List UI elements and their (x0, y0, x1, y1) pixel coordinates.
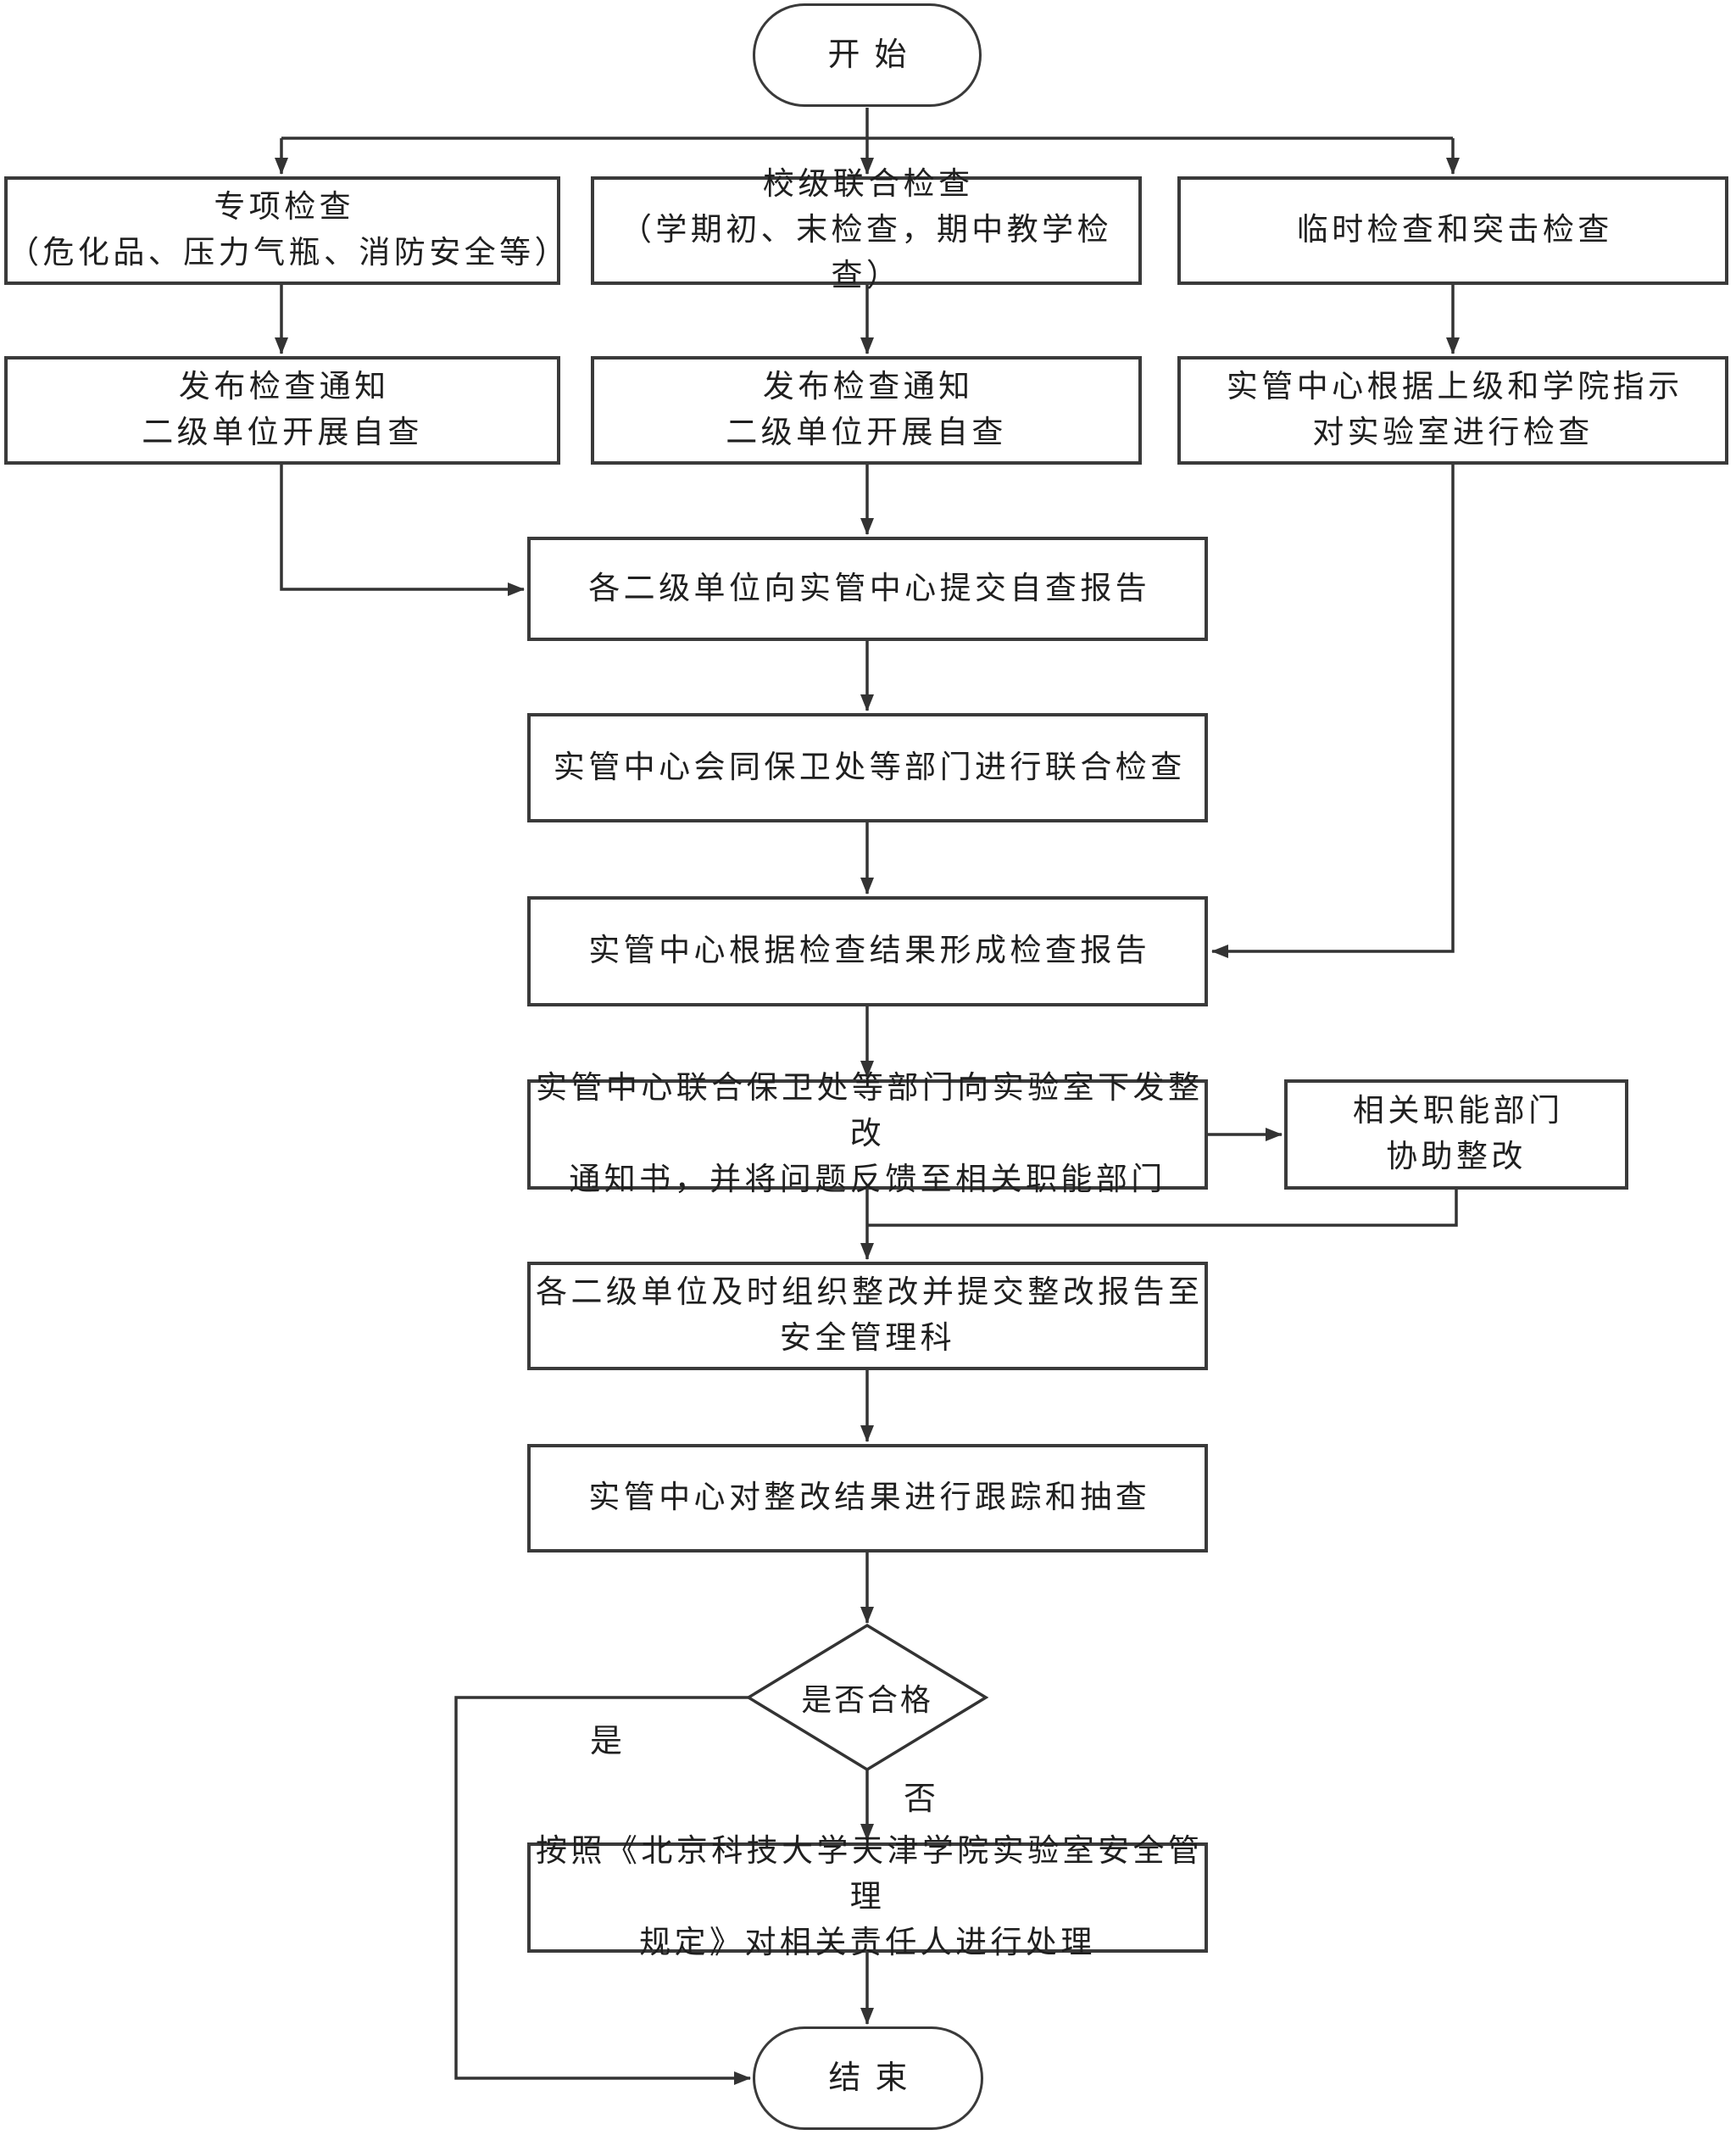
start-label: 开始 (827, 37, 921, 73)
process-label: 临时检查和突击检查 (1296, 213, 1613, 248)
process-rectification-notice: 实管中心联合保卫处等部门向实验室下发整改 通知书，并将问题反馈至相关职能部门 (527, 1071, 1208, 1197)
process-notice-self-check-mid: 发布检查通知 二级单位开展自查 (591, 356, 1142, 465)
process-joint-inspection: 实管中心会同保卫处等部门进行联合检查 (527, 713, 1208, 822)
start-node: 开始 (753, 3, 982, 107)
process-label: 实管中心根据上级和学院指示 对实验室进行检查 (1226, 370, 1683, 450)
process-label: 实管中心联合保卫处等部门向实验室下发整改 通知书，并将问题反馈至相关职能部门 (536, 1071, 1204, 1197)
edge-label-no: 否 (903, 1781, 936, 1817)
process-label: 发布检查通知 二级单位开展自查 (726, 370, 1007, 450)
process-label: 实管中心根据检查结果形成检查报告 (588, 934, 1151, 968)
edge-yes-branch (454, 1696, 751, 2085)
process-special-check: 专项检查 （危化品、压力气瓶、消防安全等） (4, 176, 570, 285)
process-directive-check: 实管中心根据上级和学院指示 对实验室进行检查 (1177, 356, 1728, 465)
process-label: 按照《北京科技大学天津学院实验室安全管理 规定》对相关责任人进行处理 (536, 1834, 1204, 1960)
process-label: 专项检查 （危化品、压力气瓶、消防安全等） (8, 190, 570, 270)
process-functional-assist: 相关职能部门 协助整改 (1284, 1079, 1628, 1190)
process-adhoc-check: 临时检查和突击检查 (1177, 176, 1728, 285)
process-organize-rectification: 各二级单位及时组织整改并提交整改报告至 安全管理科 (527, 1262, 1208, 1370)
process-label: 各二级单位向实管中心提交自查报告 (588, 571, 1151, 606)
edge-assist-return (867, 1190, 1458, 1227)
process-school-joint-check: 校级联合检查 （学期初、末检查，期中教学检查） (591, 167, 1142, 293)
process-inspection-report: 实管中心根据检查结果形成检查报告 (527, 896, 1208, 1006)
process-label: 实管中心会同保卫处等部门进行联合检查 (553, 750, 1186, 785)
process-label: 发布检查通知 二级单位开展自查 (142, 370, 423, 450)
process-label: 实管中心对整改结果进行跟踪和抽查 (588, 1480, 1151, 1515)
process-label: 各二级单位及时组织整改并提交整改报告至 安全管理科 (536, 1275, 1204, 1356)
decision-label: 是否合格 (801, 1683, 933, 1717)
process-notice-self-check-left: 发布检查通知 二级单位开展自查 (4, 356, 560, 465)
edge-right-to-report (1211, 465, 1455, 958)
process-label: 相关职能部门 协助整改 (1352, 1094, 1564, 1174)
process-punishment: 按照《北京科技大学天津学院实验室安全管理 规定》对相关责任人进行处理 (527, 1834, 1208, 1960)
process-submit-self-report: 各二级单位向实管中心提交自查报告 (527, 537, 1208, 641)
process-track-review: 实管中心对整改结果进行跟踪和抽查 (527, 1444, 1208, 1552)
edge-label-yes: 是 (589, 1724, 622, 1759)
end-node: 结束 (753, 2026, 983, 2130)
process-label: 校级联合检查 （学期初、末检查，期中教学检查） (620, 167, 1113, 293)
end-label: 结束 (828, 2060, 922, 2096)
edge-left-to-submit (280, 465, 525, 596)
